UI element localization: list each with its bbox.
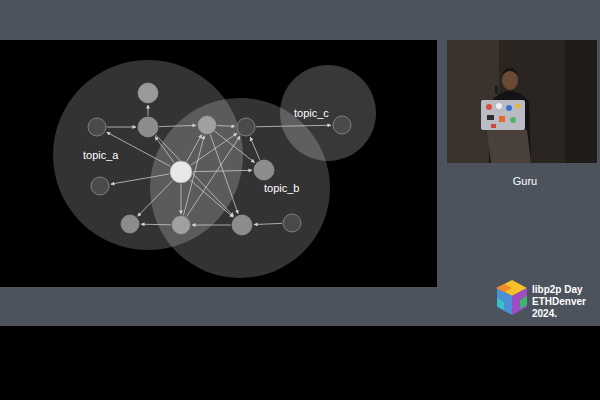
peer-node xyxy=(172,216,190,234)
peer-node xyxy=(88,118,106,136)
topic-label: topic_a xyxy=(83,149,118,161)
speaker-name: Guru xyxy=(497,175,553,188)
topic-circle: topic_a xyxy=(53,60,243,250)
peer-link xyxy=(192,225,231,226)
peer-node xyxy=(254,160,274,180)
libp2p-logo xyxy=(495,278,529,318)
peer-node xyxy=(138,117,158,137)
peer-node xyxy=(170,161,192,183)
event-name: libp2p Day xyxy=(532,284,583,296)
peer-node xyxy=(232,215,252,235)
peer-node xyxy=(237,118,255,136)
peer-node xyxy=(91,177,109,195)
peer-node xyxy=(198,116,216,134)
slide: topic_a topic_b topic_c xyxy=(0,40,437,287)
circle-fill xyxy=(280,65,376,161)
topic-label: topic_b xyxy=(264,182,299,194)
network-graph xyxy=(0,40,437,287)
circle-outline xyxy=(150,98,330,278)
peer-node xyxy=(121,215,139,233)
circle-outline xyxy=(53,60,243,250)
peer-node xyxy=(333,116,351,134)
peer-node xyxy=(283,214,301,232)
peer-link xyxy=(107,127,136,128)
peer-node xyxy=(138,83,158,103)
event-name: ETHDenver xyxy=(532,296,586,308)
event-year: 2024. xyxy=(532,308,557,320)
topic-label: topic_c xyxy=(294,107,329,119)
peer-link xyxy=(148,105,149,116)
speaker-video xyxy=(447,40,597,163)
peer-link xyxy=(181,184,182,214)
topic-circle: topic_b xyxy=(150,98,330,278)
topic-circle: topic_c xyxy=(280,65,376,161)
